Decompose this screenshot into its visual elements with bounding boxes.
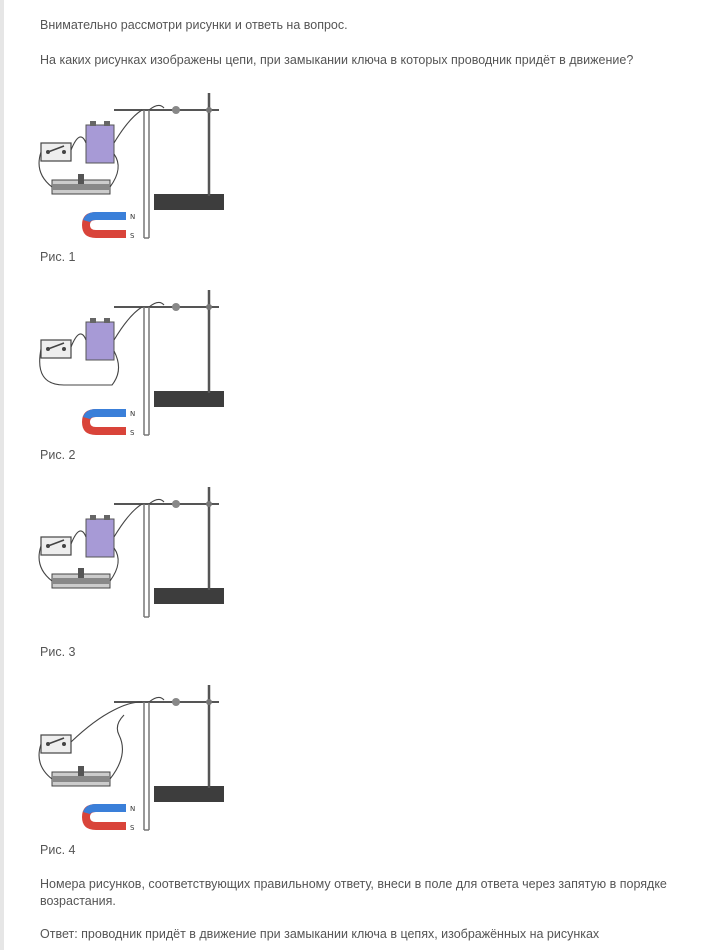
svg-text:N: N (130, 805, 135, 813)
key-switch (40, 734, 72, 754)
svg-text:S: S (130, 824, 135, 832)
wires (38, 498, 165, 582)
magnet: N S (82, 212, 135, 240)
magnet: N S (82, 409, 135, 437)
wires (39, 301, 165, 386)
stand (114, 487, 224, 604)
figure-4-caption: Рис. 4 (40, 843, 76, 857)
stand (114, 93, 224, 210)
conductor-frame (143, 307, 150, 436)
answer-instruction-text: Номера рисунков, соответствующих правиль… (40, 877, 667, 908)
key-switch (40, 536, 72, 556)
key-switch (40, 339, 72, 359)
instruction-text: Внимательно рассмотри рисунки и ответь н… (40, 18, 348, 32)
figure-4: N S (34, 680, 234, 845)
rheostat (51, 766, 111, 787)
circuit-diagram-1: N S (38, 93, 224, 240)
answer-prefix-text: Ответ: проводник придёт в движение при з… (40, 927, 600, 941)
key-switch (40, 142, 72, 162)
svg-text:N: N (130, 213, 135, 221)
circuit-diagram-2: N S (39, 290, 224, 437)
battery (85, 318, 115, 361)
wires (38, 696, 165, 780)
conductor-frame (143, 110, 150, 239)
svg-text:N: N (130, 410, 135, 418)
svg-text:S: S (130, 429, 135, 437)
battery (85, 515, 115, 558)
figure-3 (34, 482, 234, 647)
stand (114, 290, 224, 407)
magnet: N S (82, 804, 135, 832)
figure-1-caption: Рис. 1 (40, 250, 76, 264)
conductor-frame (143, 702, 150, 831)
figure-2-caption: Рис. 2 (40, 448, 76, 462)
figure-2: N S (34, 285, 234, 450)
circuit-diagram-4: N S (38, 685, 224, 832)
question-text: На каких рисунках изображены цепи, при з… (40, 53, 634, 67)
rheostat (51, 568, 111, 589)
figure-1: N S (34, 88, 234, 253)
rheostat (51, 174, 111, 195)
conductor-frame (143, 504, 150, 618)
figure-3-caption: Рис. 3 (40, 645, 76, 659)
battery (85, 121, 115, 164)
circuit-diagram-3 (38, 487, 224, 618)
svg-text:S: S (130, 232, 135, 240)
wires (38, 104, 165, 188)
stand (114, 685, 224, 802)
